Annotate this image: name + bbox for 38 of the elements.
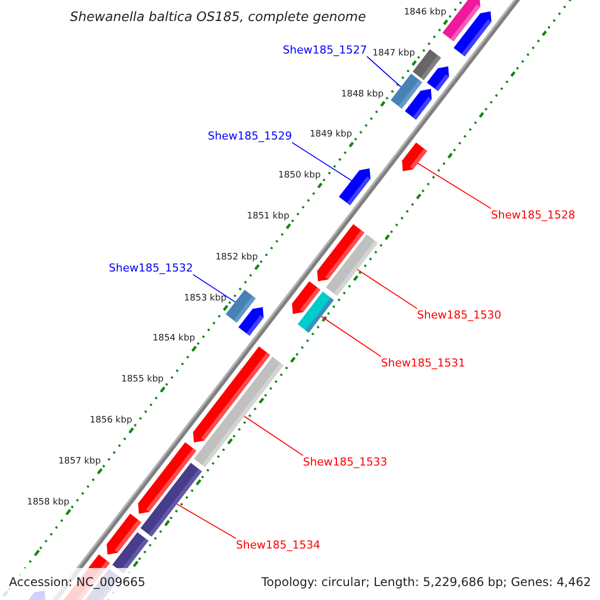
scale-tick-label: 1855 kbp (121, 373, 164, 386)
footer-text: Accession: NC_009665 (9, 574, 146, 591)
gene-label: Shew185_1530 (417, 308, 502, 322)
leader-line (320, 316, 382, 357)
scale-tick-label: 1850 kbp (278, 169, 321, 182)
leader-line (176, 504, 236, 539)
leader-line (366, 56, 402, 88)
scale-tick-label: 1849 kbp (310, 128, 352, 142)
title: Shewanella baltica OS185, complete genome (70, 9, 366, 27)
gene-block (298, 292, 334, 333)
scale-tick-label: 1853 kbp (184, 292, 226, 305)
gene-label: Shew185_1533 (303, 456, 388, 468)
scale-tick-label: 1847 kbp (372, 47, 415, 60)
scale-tick-label: 1858 kbp (26, 496, 70, 509)
gene-label: Shew185_1534 (236, 538, 320, 552)
gene-bar (402, 142, 428, 172)
gene-block (194, 356, 284, 468)
leader-line (356, 269, 418, 309)
gene-label: Shew185_1528 (491, 208, 576, 222)
scale-tick-label: 1846 kbp (404, 6, 446, 20)
scale-tick-label: 1852 kbp (215, 251, 258, 264)
leader-line (417, 162, 492, 209)
scale-tick-label: 1848 kbp (341, 88, 384, 101)
footer-text: Topology: circular; Length: 5,229,686 bp; Genes: 4,462 (261, 574, 591, 591)
scale-tick-label: 1851 kbp (246, 210, 290, 224)
gene-bar (338, 168, 370, 206)
leader-line (244, 416, 304, 456)
gene-label: Shew185_1531 (381, 356, 466, 370)
leader-line (292, 142, 352, 181)
scale-tick-label: 1854 kbp (152, 332, 196, 346)
scale-tick-label: 1857 kbp (58, 454, 101, 468)
scale-tick-label: 1856 kbp (90, 414, 132, 428)
gene-block (140, 462, 202, 537)
leader-line (192, 274, 236, 302)
gene-label: Shew185_1529 (208, 130, 292, 142)
gene-block (326, 234, 378, 296)
gene-label: Shew185_1527 (282, 44, 367, 56)
gene-label: Shew185_1532 (108, 262, 193, 274)
